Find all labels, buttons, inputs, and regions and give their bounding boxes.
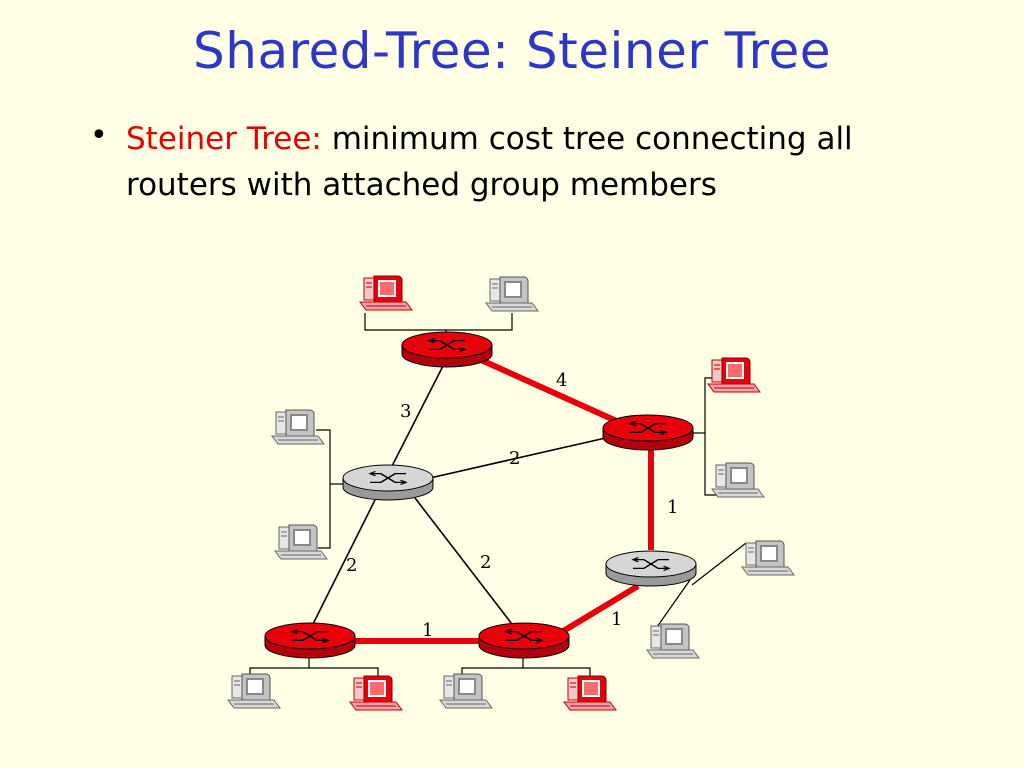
router-r1 [401, 331, 493, 368]
router-r3 [602, 414, 694, 451]
cost-label-r2-r5: 2 [346, 555, 357, 576]
host-computer-icon [485, 276, 539, 312]
host-member-computer-icon [349, 675, 403, 711]
links [309, 352, 654, 644]
host-computer-icon [274, 524, 328, 560]
cost-label-r1-r3: 4 [556, 370, 567, 391]
router-r6 [478, 622, 570, 659]
bullet-keyword: Steiner Tree: [126, 121, 322, 157]
router-r4 [605, 550, 697, 587]
bullet-text: Steiner Tree: minimum cost tree connecti… [126, 116, 970, 208]
link-r1-r3 [468, 352, 634, 431]
bullet-definition: minimum cost tree connecting all routers… [126, 121, 853, 203]
host-member-computer-icon [707, 357, 761, 393]
host-member-computer-icon [563, 675, 617, 711]
link-r1-r2 [389, 361, 446, 471]
link-r2-r3 [429, 436, 611, 479]
cost-label-r2-r6: 2 [480, 552, 491, 573]
cost-label-r5-r6: 1 [422, 620, 433, 641]
host-computer-icon [439, 673, 493, 709]
cost-labels: 4 3 2 1 2 2 1 1 [346, 370, 678, 641]
host-computer-icon [271, 409, 325, 445]
host-member-computer-icon [359, 275, 413, 311]
bullet-dot: • [90, 118, 108, 153]
host-computer-icon [646, 623, 700, 659]
link-r2-r6 [414, 497, 516, 629]
slide-title: Shared-Tree: Steiner Tree [193, 22, 831, 80]
cost-label-r2-r3: 2 [509, 448, 520, 469]
cost-label-r1-r2: 3 [400, 401, 411, 422]
bullet-point: • Steiner Tree: minimum cost tree connec… [90, 116, 970, 208]
cost-label-r4-r6: 1 [611, 609, 622, 630]
host-computer-icon [227, 673, 281, 709]
router-r2 [342, 464, 434, 501]
router-r5 [264, 622, 356, 659]
host-computer-icon [711, 462, 765, 498]
link-r2-r5 [309, 499, 376, 631]
host-computer-icon [741, 540, 795, 576]
cost-label-r3-r4: 1 [667, 497, 678, 518]
link-r4-r6 [558, 583, 640, 636]
